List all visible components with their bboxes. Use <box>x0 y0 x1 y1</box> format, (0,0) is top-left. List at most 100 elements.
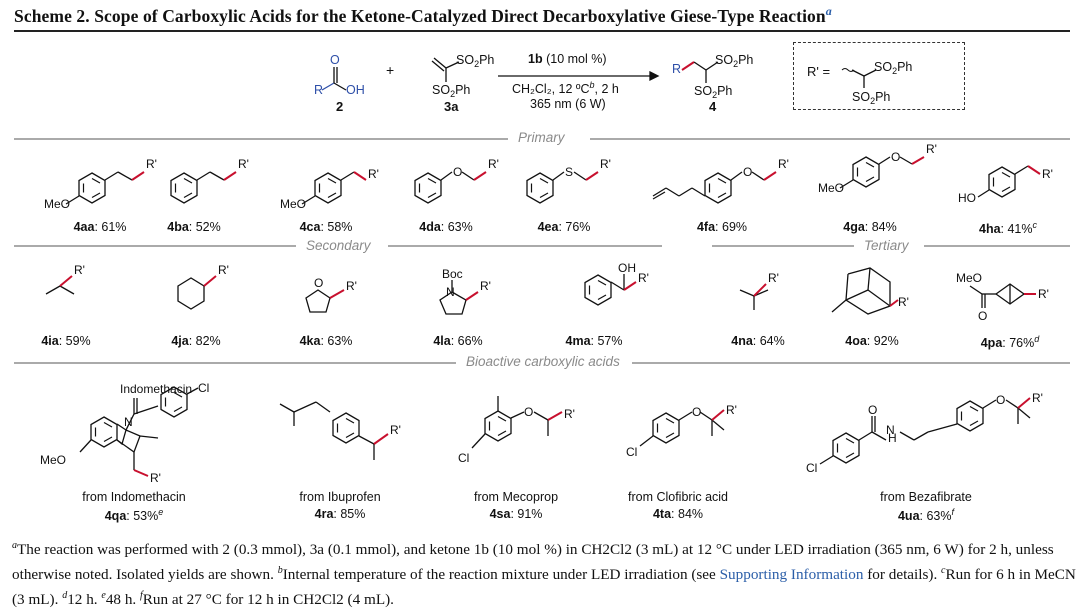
svg-text:R': R' <box>778 157 789 171</box>
yield-footnote-marker: f <box>951 507 955 517</box>
compound-id: 4ja <box>171 334 189 348</box>
svg-text:MeO: MeO <box>818 181 844 195</box>
svg-text:N: N <box>124 415 133 429</box>
svg-text:R': R' <box>898 295 909 309</box>
svg-text:Cl: Cl <box>458 451 469 465</box>
yield-value: : 58% <box>320 220 353 234</box>
yield-value: : 52% <box>188 220 221 234</box>
svg-text:SO2Ph: SO2Ph <box>432 83 470 99</box>
svg-text:R': R' <box>1032 391 1043 405</box>
yield-value: : 69% <box>715 220 748 234</box>
footnote-d: 12 h. <box>67 591 98 609</box>
section-bioactive: Bioactive carboxylic acids <box>466 354 620 369</box>
svg-text:O: O <box>868 403 877 417</box>
compound-id: 4pa <box>980 336 1003 351</box>
svg-text:MeO: MeO <box>40 453 66 467</box>
svg-text:MeO: MeO <box>280 197 306 211</box>
svg-text:R': R' <box>74 263 85 277</box>
svg-text:HO: HO <box>958 191 976 205</box>
svg-text:Cl: Cl <box>198 381 209 395</box>
yield-label-4ga: 4ga: 84% <box>843 220 897 234</box>
svg-text:SO2Ph: SO2Ph <box>874 60 912 76</box>
yield-label-4ea: 4ea: 76% <box>538 220 591 234</box>
compound-id: 4na <box>731 334 753 348</box>
yield-value: : 91% <box>510 507 543 521</box>
rule-bioactive-right <box>632 362 1070 364</box>
rule-tertiary-right <box>924 245 1070 247</box>
yield-value: : 41% <box>1000 222 1033 237</box>
yield-label-4oa: 4oa: 92% <box>845 334 899 348</box>
yield-label-4ia: 4ia: 59% <box>41 334 90 348</box>
rule-primary-left <box>14 138 508 140</box>
svg-text:R': R' <box>600 157 611 171</box>
svg-text:R: R <box>672 62 681 76</box>
svg-text:O: O <box>453 165 462 179</box>
svg-text:R': R' <box>218 263 229 277</box>
svg-text:Indomethacin: Indomethacin <box>120 382 192 396</box>
yield-value: : 57% <box>590 334 623 348</box>
svg-text:R: R <box>314 83 323 97</box>
svg-text:R': R' <box>390 423 401 437</box>
footnote-e: 48 h. <box>105 591 137 609</box>
yield-value: : 84% <box>671 507 704 521</box>
compound-id: 4ca <box>299 220 321 234</box>
svg-text:S: S <box>565 165 573 179</box>
yield-label-4aa: 4aa: 61% <box>74 220 127 234</box>
svg-text:SO2Ph: SO2Ph <box>456 53 494 69</box>
yield-label-4ra: 4ra: 85% <box>315 507 366 521</box>
yield-label-4la: 4la: 66% <box>433 334 482 348</box>
yield-value: : 82% <box>188 334 221 348</box>
svg-text:R': R' <box>150 471 161 485</box>
svg-text:R': R' <box>564 407 575 421</box>
yield-label-4ma: 4ma: 57% <box>566 334 623 348</box>
compound-id: 4ba <box>167 220 189 234</box>
yield-value: : 64% <box>752 334 785 348</box>
title-underline <box>14 30 1070 32</box>
svg-text:R': R' <box>768 271 779 285</box>
svg-text:R': R' <box>1038 287 1049 301</box>
yield-value: : 63% <box>320 334 353 348</box>
compound-id: 4da <box>419 220 441 234</box>
supporting-information-link[interactable]: Supporting Information <box>719 566 864 584</box>
svg-text:O: O <box>891 150 900 164</box>
yield-label-4pa: 4pa: 76%d <box>981 334 1040 350</box>
svg-text:O: O <box>978 309 987 323</box>
svg-text:R': R' <box>346 279 357 293</box>
svg-text:N: N <box>446 285 455 299</box>
yield-value: : 66% <box>450 334 483 348</box>
condition-light: 365 nm (6 W) <box>530 97 606 111</box>
svg-text:SO2Ph: SO2Ph <box>852 90 890 106</box>
compound-id: 4ra <box>314 507 334 521</box>
source-ibuprofen: from Ibuprofen <box>299 490 381 504</box>
rule-primary-right <box>590 138 1070 140</box>
footnote-c: Run for 6 h in MeCN (3 mL). <box>12 566 1076 609</box>
compound-id: 4oa <box>845 334 867 348</box>
structures-drawing: R' MeO R' R' MeO O R' S R' O R' O R' MeO R' HO R… <box>40 142 1053 485</box>
yield-value: : 85% <box>333 507 366 521</box>
compound-id: 4ia <box>41 334 59 348</box>
svg-text:OH: OH <box>618 261 636 275</box>
svg-text:R': R' <box>926 142 937 156</box>
yield-label-4ua: 4ua: 63%f <box>898 507 954 523</box>
r-definition-box <box>793 42 965 110</box>
yield-label-4ba: 4ba: 52% <box>167 220 221 234</box>
rule-secondary-left <box>14 245 296 247</box>
svg-text:O: O <box>996 393 1005 407</box>
rule-tertiary-left <box>712 245 854 247</box>
yield-value: : 76% <box>1002 336 1035 351</box>
section-secondary: Secondary <box>306 238 371 253</box>
svg-text:N: N <box>886 423 895 437</box>
yield-value: : 53% <box>126 509 159 524</box>
svg-text:O: O <box>314 276 323 290</box>
compound-id: 4qa <box>104 509 127 524</box>
footnote: aThe reaction was performed with 2 (0.3 … <box>12 540 1076 609</box>
yield-value: : 63% <box>919 509 952 524</box>
yield-value: : 63% <box>440 220 473 234</box>
yield-footnote-marker: c <box>1032 220 1038 230</box>
yield-label-4na: 4na: 64% <box>731 334 785 348</box>
yield-value: : 92% <box>866 334 899 348</box>
svg-text:O: O <box>743 165 752 179</box>
r-definition-label: R' = <box>807 64 831 79</box>
compound-id: 4ha <box>978 222 1001 237</box>
compound-id: 4ka <box>299 334 321 348</box>
